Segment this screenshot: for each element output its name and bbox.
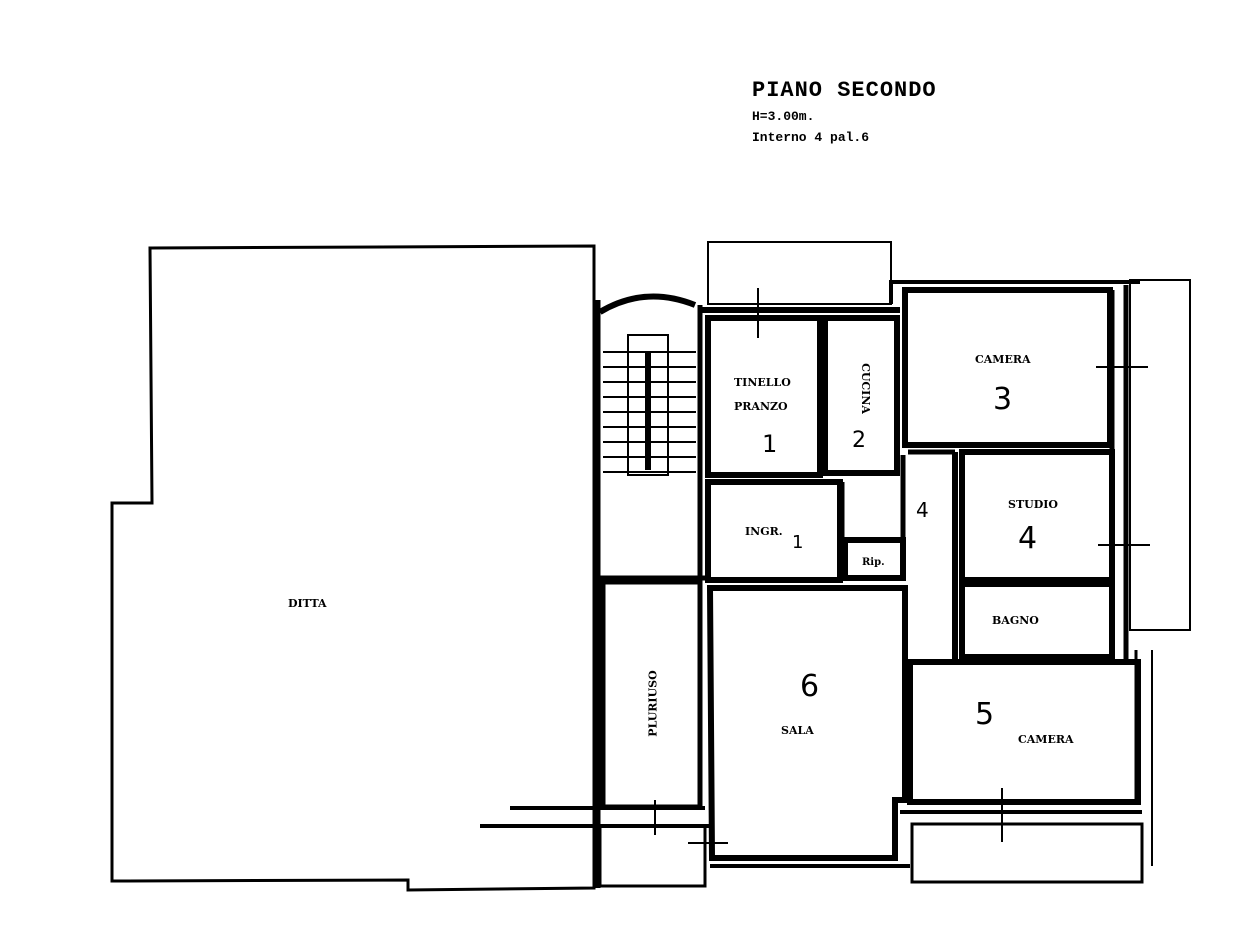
unit-reference: Interno 4 pal.6 xyxy=(752,130,870,145)
room-label-ripostiglio: Rip. xyxy=(862,557,885,568)
ceiling-height: H=3.00m. xyxy=(752,109,815,124)
room-number-studio: 4 xyxy=(1018,521,1038,556)
room-label-studio: STUDIO xyxy=(1008,498,1058,511)
room-label-camera3: CAMERA xyxy=(975,353,1031,366)
room-label-tinello-line1: TINELLO xyxy=(734,376,791,389)
room-label-cucina: CUCINA xyxy=(858,363,872,414)
room-number-sala: 6 xyxy=(800,669,820,704)
room-label-camera5: CAMERA xyxy=(1018,733,1074,746)
room-label-tinello-line2: PRANZO xyxy=(734,400,788,413)
ditta-outline xyxy=(110,244,596,892)
room-number-disimpegno: 4 xyxy=(916,498,929,522)
room-label-bagno: BAGNO xyxy=(992,614,1039,627)
room-number-cucina: 2 xyxy=(852,428,866,453)
room-label-sala: SALA xyxy=(781,724,814,737)
title-block: PIANO SECONDO H=3.00m. Interno 4 pal.6 xyxy=(752,78,937,145)
room-label-ingresso: INGR. xyxy=(745,525,783,538)
room-number-ingresso: 1 xyxy=(792,532,804,553)
plan-title: PIANO SECONDO xyxy=(752,78,937,103)
room-number-camera3: 3 xyxy=(993,382,1013,417)
room-number-tinello: 1 xyxy=(762,430,778,458)
room-label-ditta: DITTA xyxy=(288,597,327,610)
room-number-camera5: 5 xyxy=(975,697,995,732)
room-label-pluriuso: PLURIUSO xyxy=(646,670,660,737)
